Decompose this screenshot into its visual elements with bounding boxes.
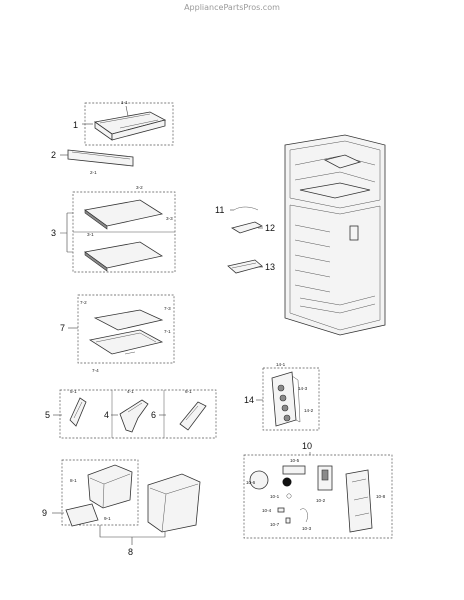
leader-3 [60, 212, 73, 253]
part-5[interactable] [69, 397, 87, 427]
label-10-5: 10-5 [290, 458, 300, 463]
label-7-3: 7-3 [164, 306, 171, 311]
label-1: 1 [73, 120, 78, 130]
label-5-1: 5-1 [70, 389, 77, 394]
label-4-1: 4-1 [127, 389, 134, 394]
part-12[interactable] [231, 221, 263, 234]
label-3-1: 3-1 [87, 232, 94, 237]
part-9-box [61, 459, 139, 526]
part-8-1-bin[interactable] [87, 464, 133, 509]
label-3-3: 3-3 [166, 216, 173, 221]
label-14-1: 14-1 [276, 362, 286, 367]
callout-labels: 1 1-1 2 2-1 3 3-2 3-3 3-1 7 7-2 7-3 7-1 … [42, 100, 386, 557]
label-10-6: 10-6 [246, 480, 256, 485]
part-1-tray[interactable] [84, 102, 174, 146]
part-6[interactable] [179, 401, 207, 431]
part-10-components[interactable] [249, 465, 373, 533]
label-10-3: 10-3 [302, 526, 312, 531]
label-1-1: 1-1 [121, 100, 128, 105]
label-10-8: 10-8 [376, 494, 386, 499]
label-9-1: 9-1 [104, 516, 111, 521]
leader-8 [99, 525, 166, 545]
label-10-4: 10-4 [262, 508, 272, 513]
part-11[interactable] [233, 206, 259, 211]
part-14-rail[interactable] [271, 371, 301, 427]
label-10-1: 10-1 [270, 494, 280, 499]
part-2-strip[interactable] [67, 149, 134, 167]
label-9: 9 [42, 508, 47, 518]
label-3-2: 3-2 [136, 185, 143, 190]
label-14-3: 14-3 [298, 386, 308, 391]
label-5: 5 [45, 410, 50, 420]
part-8-bin[interactable] [147, 473, 201, 533]
label-10-2: 10-2 [316, 498, 326, 503]
label-6-1: 6-1 [185, 389, 192, 394]
watermark-text: AppliancePartsPros.com [184, 3, 280, 12]
part-7-crisper-cover[interactable] [77, 294, 175, 364]
parts-5-4-6-box [59, 389, 217, 439]
label-4: 4 [104, 410, 109, 420]
label-7: 7 [60, 323, 65, 333]
label-8-1: 8-1 [70, 478, 77, 483]
label-7-1: 7-1 [164, 329, 171, 334]
label-7-2: 7-2 [80, 300, 87, 305]
part-4[interactable] [119, 399, 149, 433]
label-8: 8 [128, 547, 133, 557]
leader-1-1 [125, 105, 129, 117]
label-2: 2 [51, 150, 56, 160]
label-11: 11 [215, 205, 224, 215]
part-14-box [262, 367, 320, 431]
label-14: 14 [244, 395, 254, 405]
label-14-2: 14-2 [304, 408, 314, 413]
label-10-7: 10-7 [270, 522, 280, 527]
label-10: 10 [302, 441, 312, 451]
part-10-box [243, 454, 393, 539]
label-7-4: 7-4 [92, 368, 99, 373]
part-13[interactable] [227, 259, 263, 274]
part-3-shelves[interactable] [72, 191, 176, 273]
label-2-1: 2-1 [90, 170, 97, 175]
label-12: 12 [265, 223, 275, 233]
refrigerator-cabinet[interactable] [284, 134, 386, 336]
label-3: 3 [51, 228, 56, 238]
label-6: 6 [151, 410, 156, 420]
label-13: 13 [265, 262, 275, 272]
part-9-1-panel[interactable] [65, 503, 99, 527]
